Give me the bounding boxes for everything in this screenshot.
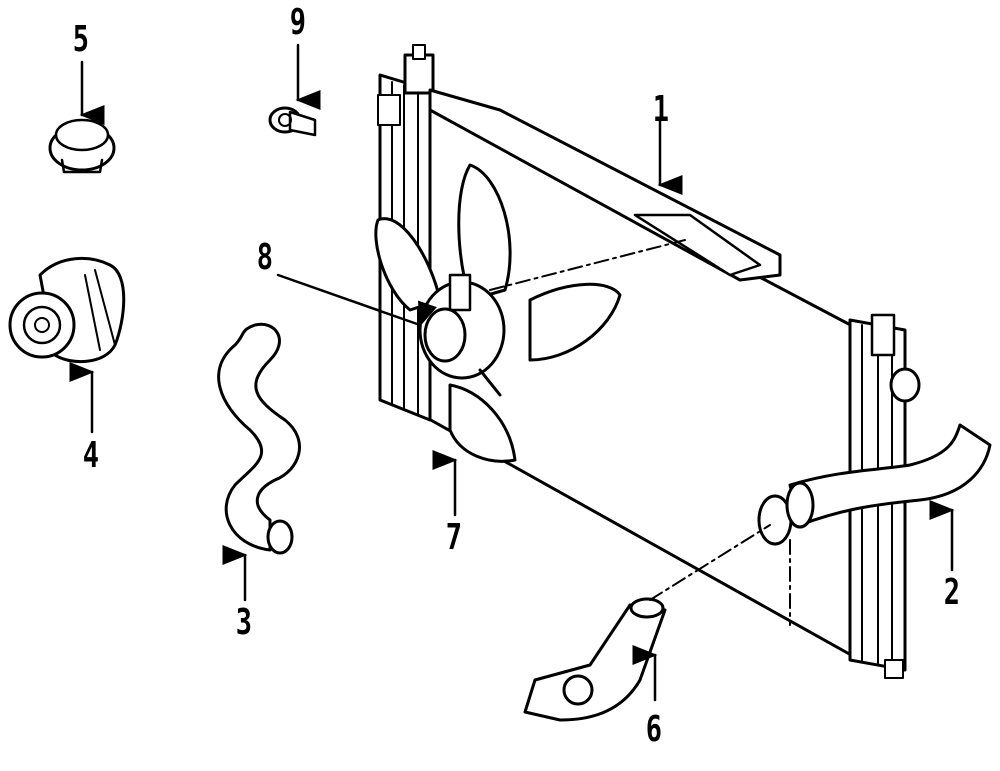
thermostat [268,106,317,137]
water-pump [8,256,126,364]
callout-1: 1 [652,89,669,130]
water-outlet [523,597,667,722]
leader-arrows [69,43,955,702]
callout-5: 5 [72,19,89,60]
callout-2: 2 [943,572,960,613]
upper-radiator-hose [785,423,992,529]
callout-3: 3 [235,602,252,643]
callout-8: 8 [256,237,273,278]
callout-6: 6 [645,709,662,750]
callout-9: 9 [289,2,306,43]
fan-motor [423,307,467,363]
callout-7: 7 [445,517,462,558]
lower-radiator-hose [217,322,301,555]
callout-4: 4 [82,435,99,476]
alignment-lines [489,239,791,626]
radiator-cap [48,118,116,174]
